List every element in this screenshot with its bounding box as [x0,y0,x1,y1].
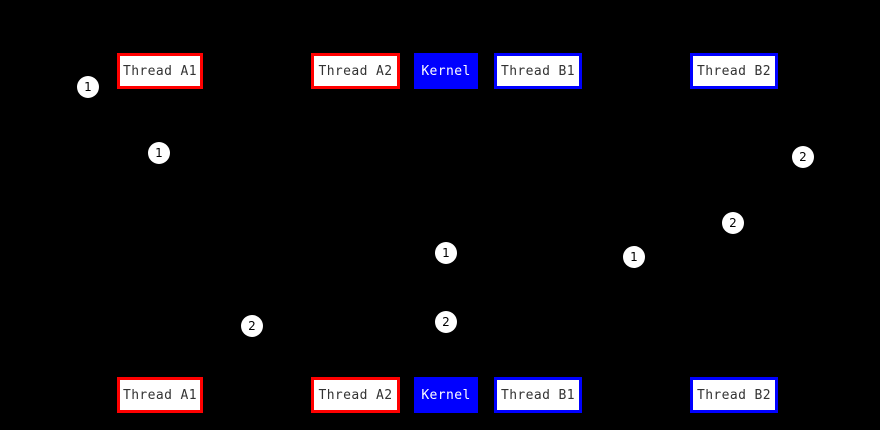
lifeline-thread-a1 [160,89,161,377]
participant-label: Thread A1 [122,63,198,79]
message-line [538,223,734,224]
participant-label: Thread A2 [318,387,393,403]
participant-label: Thread B2 [696,387,772,403]
lifeline-thread-b1 [538,89,539,377]
step-number-badge: 1 [623,246,645,268]
step-number-badge: 1 [77,76,99,98]
message-line [734,157,803,158]
step-number-badge: 1 [435,242,457,264]
message-line [252,326,355,327]
participant-box-thread-a1-bottom[interactable]: Thread A1 [117,377,203,413]
participant-box-kernel-bottom[interactable]: Kernel [414,377,478,413]
participant-box-thread-a1-top[interactable]: Thread A1 [117,53,203,89]
step-number-badge: 1 [148,142,170,164]
message-line [160,153,355,154]
step-number-badge: 2 [435,311,457,333]
participant-label: Thread B2 [696,63,772,79]
participant-box-thread-b1-bottom[interactable]: Thread B1 [494,377,582,413]
participant-box-thread-b2-bottom[interactable]: Thread B2 [690,377,778,413]
participant-box-thread-a2-top[interactable]: Thread A2 [311,53,400,89]
participant-box-thread-b1-top[interactable]: Thread B1 [494,53,582,89]
participant-label: Thread B1 [500,387,576,403]
participant-label: Kernel [421,387,471,403]
participant-label: Thread A2 [318,63,393,79]
participant-box-kernel-top[interactable]: Kernel [414,53,478,89]
message-line [355,322,446,323]
participant-box-thread-b2-top[interactable]: Thread B2 [690,53,778,89]
message-line [446,253,538,254]
step-number-badge: 2 [792,146,814,168]
lifeline-thread-a2 [355,89,356,377]
participant-box-thread-a2-bottom[interactable]: Thread A2 [311,377,400,413]
step-number-badge: 2 [722,212,744,234]
participant-label: Thread B1 [500,63,576,79]
participant-label: Kernel [421,63,471,79]
lifeline-kernel [446,89,447,377]
participant-label: Thread A1 [122,387,198,403]
message-line [538,257,634,258]
step-number-badge: 2 [241,315,263,337]
